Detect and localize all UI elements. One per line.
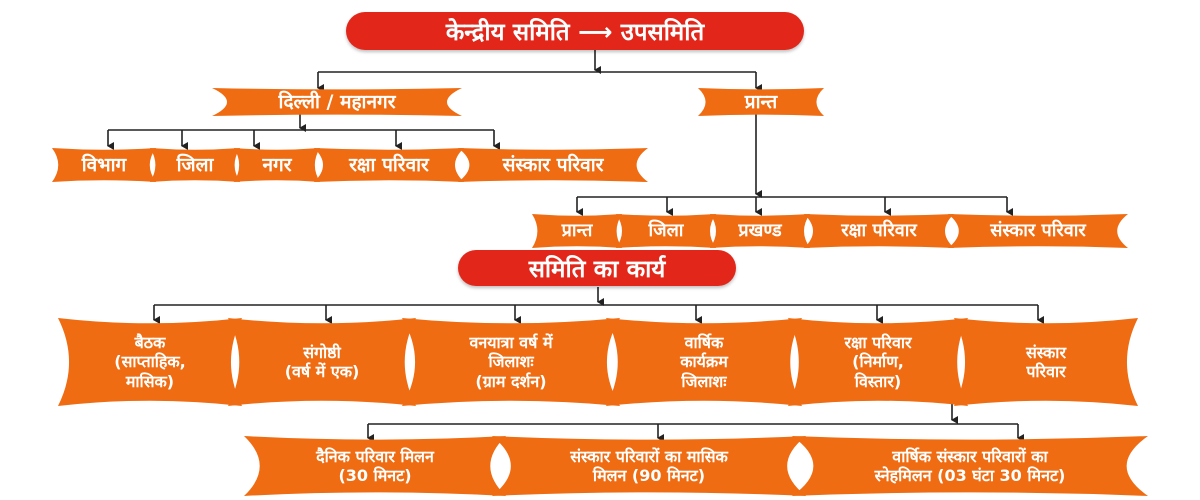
node-label: वार्षिक संस्कार परिवारों का स्नेहमिलन (0… [874, 446, 1066, 485]
raksha-child-sneh-milan: वार्षिक संस्कार परिवारों का स्नेहमिलन (0… [792, 436, 1148, 496]
banner-shape [212, 88, 462, 116]
node-label: प्रान्त [561, 220, 593, 242]
delhi-child-raksha-parivar: रक्षा परिवार [314, 148, 464, 182]
delhi-child-nagar: नगर [234, 148, 320, 182]
node-label: संस्कार परिवार [1025, 342, 1067, 381]
node-label: दिल्ली / महानगर [278, 90, 396, 113]
committee-work-header: समिति का कार्य [458, 250, 736, 286]
work-item-varshik-karyakram: वार्षिक कार्यक्रम जिलाशः [606, 318, 802, 406]
node-prant: प्रान्त [698, 88, 824, 116]
node-label: रक्षा परिवार [841, 220, 917, 242]
work-item-vanyatra: वनयात्रा वर्ष में जिलाशः (ग्राम दर्शन) [402, 318, 620, 406]
banner-shape [698, 88, 824, 116]
delhi-child-vibhag: विभाग [52, 148, 156, 182]
node-label: संस्कार परिवार [990, 220, 1086, 242]
prant-child-sanskar-parivar: संस्कार परिवार [948, 214, 1128, 248]
work-item-sangoshthi: संगोष्ठी (वर्ष में एक) [228, 318, 416, 406]
raksha-child-dainik-milan: दैनिक परिवार मिलन (30 मिनट) [244, 436, 506, 496]
node-label: संस्कार परिवार [502, 153, 604, 176]
node-label: प्रखण्ड [738, 220, 782, 242]
committee-work-label: समिति का कार्य [528, 254, 666, 283]
node-label: वनयात्रा वर्ष में जिलाशः (ग्राम दर्शन) [469, 333, 553, 391]
node-label: दैनिक परिवार मिलन (30 मिनट) [316, 446, 434, 485]
node-label: रक्षा परिवार [349, 153, 429, 176]
delhi-child-jila: जिला [150, 148, 240, 182]
node-label: जिला [176, 153, 214, 176]
work-item-baithak: बैठक (साप्ताहिक, मासिक) [58, 318, 242, 406]
raksha-child-masik-milan: संस्कार परिवारों का मासिक मिलन (90 मिनट) [492, 436, 806, 496]
node-label: रक्षा परिवार (निर्माण, विस्तार) [844, 333, 912, 391]
central-committee-header: केन्द्रीय समिति ⟶ उपसमिति [346, 12, 804, 50]
node-label: बैठक (साप्ताहिक, मासिक) [114, 333, 186, 391]
node-label: जिला [648, 220, 684, 242]
prant-child-prakhand: प्रखण्ड [710, 214, 810, 248]
prant-child-prant: प्रान्त [532, 214, 622, 248]
work-item-raksha-parivar: रक्षा परिवार (निर्माण, विस्तार) [788, 318, 968, 406]
node-label: संस्कार परिवारों का मासिक मिलन (90 मिनट) [570, 446, 728, 485]
node-label: संगोष्ठी (वर्ष में एक) [284, 342, 360, 381]
prant-child-raksha-parivar: रक्षा परिवार [804, 214, 954, 248]
node-label: प्रान्त [744, 90, 778, 113]
node-label: विभाग [81, 153, 127, 176]
node-label: वार्षिक कार्यक्रम जिलाशः [680, 333, 728, 391]
node-label: नगर [262, 153, 292, 176]
central-committee-label: केन्द्रीय समिति ⟶ उपसमिति [445, 17, 705, 46]
delhi-child-sanskar-parivar: संस्कार परिवार [458, 148, 648, 182]
prant-child-jila: जिला [616, 214, 716, 248]
node-delhi-mahanagar: दिल्ली / महानगर [212, 88, 462, 116]
work-item-sanskar-parivar: संस्कार परिवार [954, 318, 1138, 406]
